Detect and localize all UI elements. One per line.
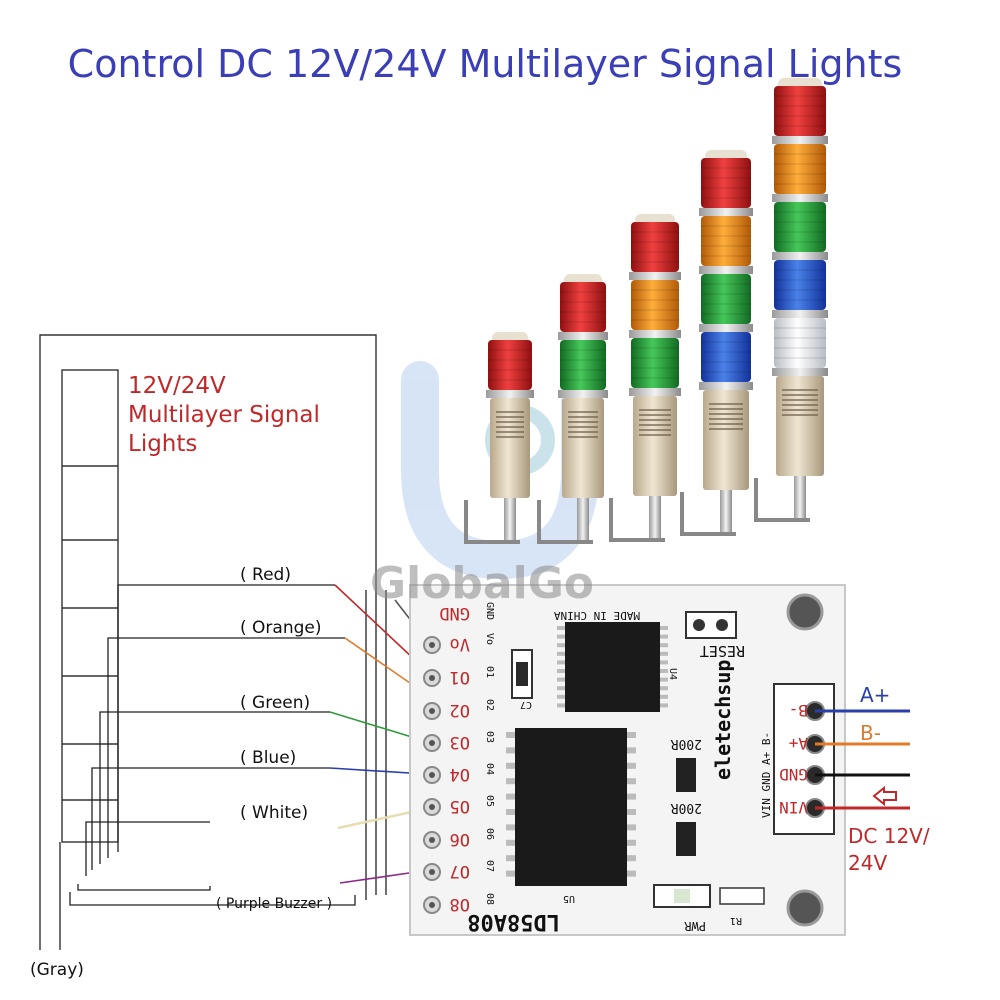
label-orange: ( Orange) [240, 618, 321, 638]
tower-lamp [701, 274, 751, 324]
page-title: Control DC 12V/24V Multilayer Signal Lig… [67, 42, 903, 86]
board-brand: eletechsup [711, 660, 735, 780]
left-pin-label: O2 [450, 700, 470, 720]
tower-lamp [701, 158, 751, 208]
tower-lamp [488, 340, 532, 390]
board-u5: U5 [563, 893, 575, 904]
signal-tower [609, 214, 681, 542]
board-terminal-silk: VIN GND A+ B- [760, 732, 773, 818]
stack-wires [59, 584, 387, 950]
left-pin-label: O8 [450, 894, 470, 914]
left-pin-label: GND [439, 603, 470, 623]
terminal-label: A+ [789, 734, 808, 753]
chip-pins [506, 626, 668, 877]
tower-lamp [774, 260, 826, 310]
terminal-label: GND [779, 765, 808, 784]
board-resistor-2: 200R [671, 800, 702, 815]
terminal-label: B- [789, 701, 808, 720]
silk-pin-label: 02 [484, 699, 495, 711]
signal-tower [680, 150, 753, 536]
label-red: ( Red) [240, 565, 291, 585]
signal-tower [754, 78, 828, 522]
board-reset: RESET [700, 642, 745, 660]
label-dc-1: DC 12V/ [848, 824, 930, 848]
tower-body [703, 390, 749, 490]
tower-lamp [774, 86, 826, 136]
stack-label-line-3: Lights [128, 431, 198, 457]
left-pin-label: O5 [450, 796, 470, 816]
silk-pin-label: Vo [484, 633, 495, 645]
tower-lamp [774, 318, 826, 368]
board-pwr: PWR [684, 919, 706, 933]
input-wires [815, 709, 910, 810]
left-pin-label: O6 [450, 829, 470, 849]
label-b-minus: B- [860, 721, 881, 745]
tower-lamp [560, 282, 606, 332]
tower-lamp [774, 144, 826, 194]
silk-pin-label: GND [484, 602, 495, 620]
tower-lamp [701, 216, 751, 266]
left-pin-label: Vo [450, 634, 470, 654]
silk-pin-label: 08 [484, 893, 495, 905]
silk-pin-label: 06 [484, 828, 495, 840]
tower-lamp [774, 202, 826, 252]
board-model: LD58A08 [467, 909, 560, 934]
tower-body [490, 398, 530, 498]
signal-tower [464, 332, 534, 544]
terminal-labels: B- A+ GND VIN [779, 701, 808, 817]
label-green: ( Green) [240, 693, 310, 713]
signal-towers [464, 78, 828, 544]
watermark: GlobalGo [370, 558, 594, 609]
silk-pin-labels: GND Vo 01 02 03 04 05 06 07 08 [484, 602, 495, 905]
left-pin-label: O1 [450, 667, 470, 687]
tower-lamp [701, 332, 751, 382]
tower-body [776, 376, 824, 476]
tower-lamp [560, 340, 606, 390]
board-u4: U4 [667, 668, 678, 680]
tower-body [633, 396, 677, 496]
label-dc-2: 24V [848, 851, 887, 875]
terminal-label: VIN [779, 798, 808, 817]
label-blue: ( Blue) [240, 748, 296, 768]
board-c7: C7 [520, 699, 532, 710]
left-pin-label: O7 [450, 861, 470, 881]
pin-pads [423, 636, 441, 914]
left-pin-label: O3 [450, 732, 470, 752]
tower-lamp [631, 222, 679, 272]
arrow-icon [872, 785, 897, 807]
board-r1: R1 [730, 915, 742, 926]
silk-pin-label: 01 [484, 666, 495, 678]
tower-lamp [631, 338, 679, 388]
label-buzzer: ( Purple Buzzer ) [216, 896, 332, 912]
label-white: ( White) [240, 803, 308, 823]
silk-pin-label: 07 [484, 860, 495, 872]
left-pin-label: O4 [450, 764, 470, 784]
stack-label-line-1: 12V/24V [128, 373, 226, 399]
label-a-plus: A+ [860, 683, 890, 707]
tower-lamp [631, 280, 679, 330]
tower-body [562, 398, 604, 498]
controller-board [409, 584, 846, 936]
board-made-in: MADE IN CHINA [554, 609, 640, 622]
silk-pin-label: 03 [484, 731, 495, 743]
watermark-text: GlobalGo [370, 558, 594, 609]
stack-label-line-2: Multilayer Signal [128, 402, 320, 428]
stack-label: 12V/24V Multilayer Signal Lights [128, 372, 320, 459]
label-gray: (Gray) [30, 960, 84, 980]
board-resistor-1: 200R [671, 736, 702, 751]
signal-tower [537, 274, 608, 544]
silk-pin-label: 04 [484, 763, 495, 775]
silk-pin-label: 05 [484, 795, 495, 807]
